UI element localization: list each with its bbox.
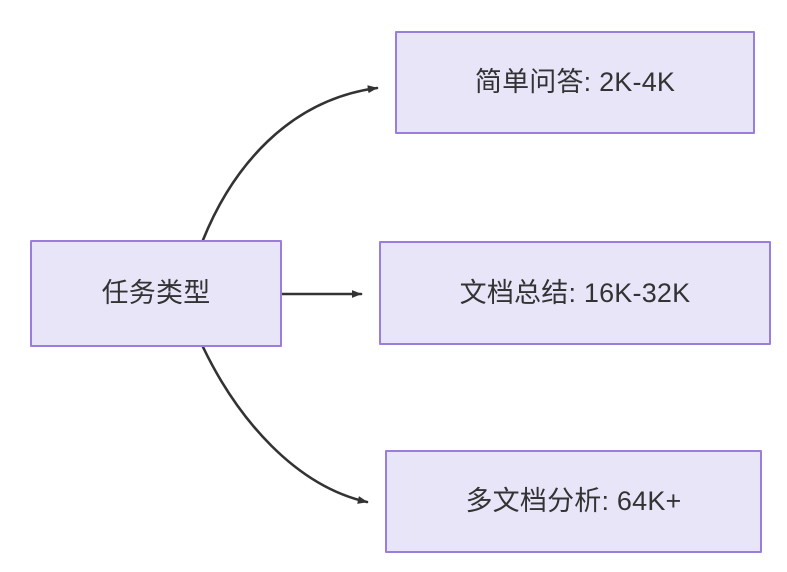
edge-root-to-simple-qa bbox=[201, 85, 379, 242]
node-doc-summary[interactable]: 文档总结: 16K-32K bbox=[379, 241, 771, 345]
node-task-type-label: 任务类型 bbox=[101, 278, 211, 309]
node-task-type[interactable]: 任务类型 bbox=[30, 240, 282, 347]
edge-root-to-multi-doc bbox=[201, 345, 369, 504]
node-multi-doc[interactable]: 多文档分析: 64K+ bbox=[385, 450, 762, 553]
node-multi-doc-label: 多文档分析: 64K+ bbox=[465, 486, 682, 517]
node-doc-summary-label: 文档总结: 16K-32K bbox=[459, 277, 691, 308]
node-simple-qa-label: 简单问答: 2K-4K bbox=[474, 67, 676, 98]
node-simple-qa[interactable]: 简单问答: 2K-4K bbox=[395, 31, 755, 134]
